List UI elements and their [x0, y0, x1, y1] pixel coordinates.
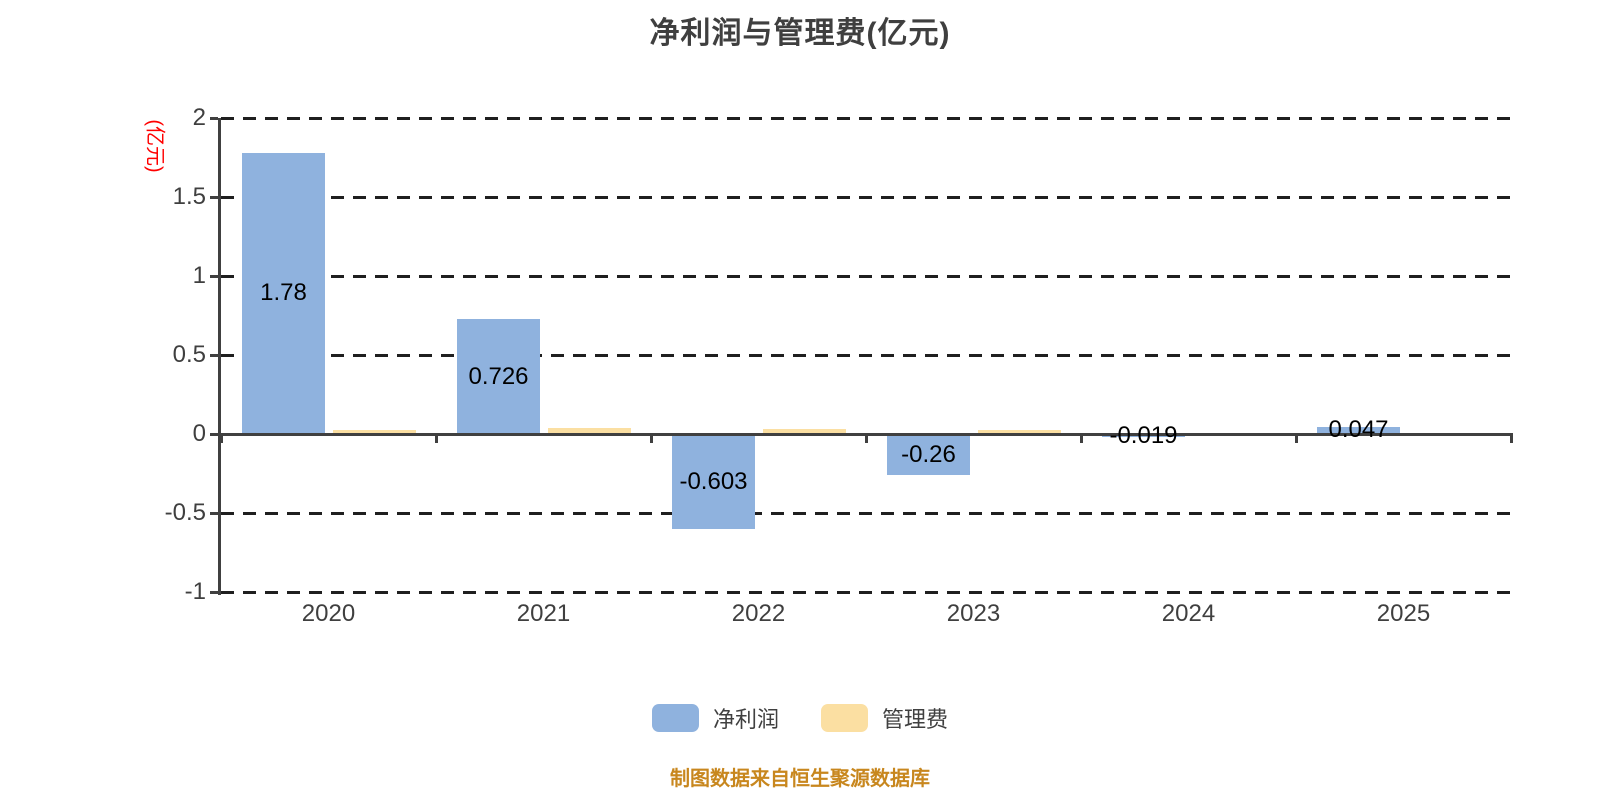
- x-axis-tick: [865, 433, 868, 443]
- plot-area: 1.78 0.726 -0.603 -0.26 -0.019 0.047 2 1.5 1 0.5…: [165, 104, 1513, 605]
- gridline-1.5: [221, 196, 1511, 199]
- y-tick-label-2: 2: [192, 104, 206, 131]
- chart-title: 净利润与管理费(亿元): [649, 17, 951, 50]
- bar-mgmt-fee-2020[interactable]: [333, 429, 416, 434]
- bar-mgmt-fee-2021[interactable]: [548, 427, 631, 434]
- y-tick-label--1: -1: [184, 578, 206, 605]
- y-tick-label-1.5: 1.5: [172, 183, 206, 210]
- x-axis-line: [218, 433, 1511, 436]
- y-tick-label-1: 1: [192, 262, 206, 289]
- x-axis-tick: [220, 433, 223, 443]
- bar-value-label-2024: -0.019: [1109, 421, 1178, 449]
- y-axis-line: [218, 118, 221, 595]
- x-axis-tick: [1080, 433, 1083, 443]
- gridline--0.5: [221, 512, 1511, 515]
- gridline--1: [221, 591, 1511, 594]
- y-tick-label--0.5: -0.5: [164, 499, 206, 526]
- bar-mgmt-fee-2023[interactable]: [978, 430, 1061, 434]
- bar-value-label-2023: -0.26: [901, 440, 956, 468]
- legend-label-net-profit: 净利润: [712, 707, 779, 732]
- gridline-2: [221, 117, 1511, 120]
- bar-net-profit-2020[interactable]: [242, 152, 325, 434]
- y-axis-tick: [210, 433, 218, 436]
- x-tick-label-2021: 2021: [516, 600, 571, 627]
- y-tick-label-0: 0: [192, 420, 206, 447]
- x-tick-label-2022: 2022: [731, 600, 786, 627]
- x-axis-tick: [1295, 433, 1298, 443]
- bar-net-profit-2022[interactable]: [672, 434, 755, 530]
- bar-mgmt-fee-2022[interactable]: [763, 429, 846, 434]
- gridline-0.5: [221, 354, 1511, 357]
- legend-label-mgmt-fee: 管理费: [882, 707, 949, 732]
- x-axis-tick: [650, 433, 653, 443]
- net-profit-swatch-icon: [651, 704, 699, 732]
- bar-value-label-2020: 1.78: [260, 279, 307, 307]
- bar-value-label-2025: 0.047: [1328, 416, 1389, 444]
- y-axis-tick: [210, 354, 218, 357]
- bar-net-profit-2023[interactable]: [887, 434, 970, 476]
- y-axis-tick: [210, 196, 218, 199]
- x-tick-label-2023: 2023: [946, 600, 1001, 627]
- x-axis-tick: [435, 433, 438, 443]
- y-axis-tick: [210, 275, 218, 278]
- y-axis-tick: [210, 512, 218, 515]
- y-axis-tick: [210, 117, 218, 120]
- x-tick-label-2020: 2020: [301, 600, 356, 627]
- legend-item-mgmt-fee[interactable]: 管理费: [821, 702, 948, 734]
- bar-net-profit-2021[interactable]: [457, 319, 540, 434]
- bar-net-profit-2025[interactable]: [1317, 426, 1400, 434]
- gridline-1: [221, 275, 1511, 278]
- data-source-note: 制图数据来自恒生聚源数据库: [670, 768, 930, 790]
- legend-item-net-profit[interactable]: 净利润: [651, 702, 779, 734]
- x-tick-label-2025: 2025: [1376, 600, 1431, 627]
- mgmt-fee-swatch-icon: [821, 704, 868, 732]
- y-tick-label-0.5: 0.5: [172, 341, 206, 368]
- bar-value-label-2021: 0.726: [468, 362, 529, 390]
- x-tick-label-2024: 2024: [1161, 600, 1216, 627]
- x-axis-tick: [1510, 433, 1513, 443]
- bar-value-label-2022: -0.603: [679, 467, 748, 495]
- y-axis-tick: [210, 591, 218, 594]
- legend: 净利润 管理费: [0, 702, 1600, 734]
